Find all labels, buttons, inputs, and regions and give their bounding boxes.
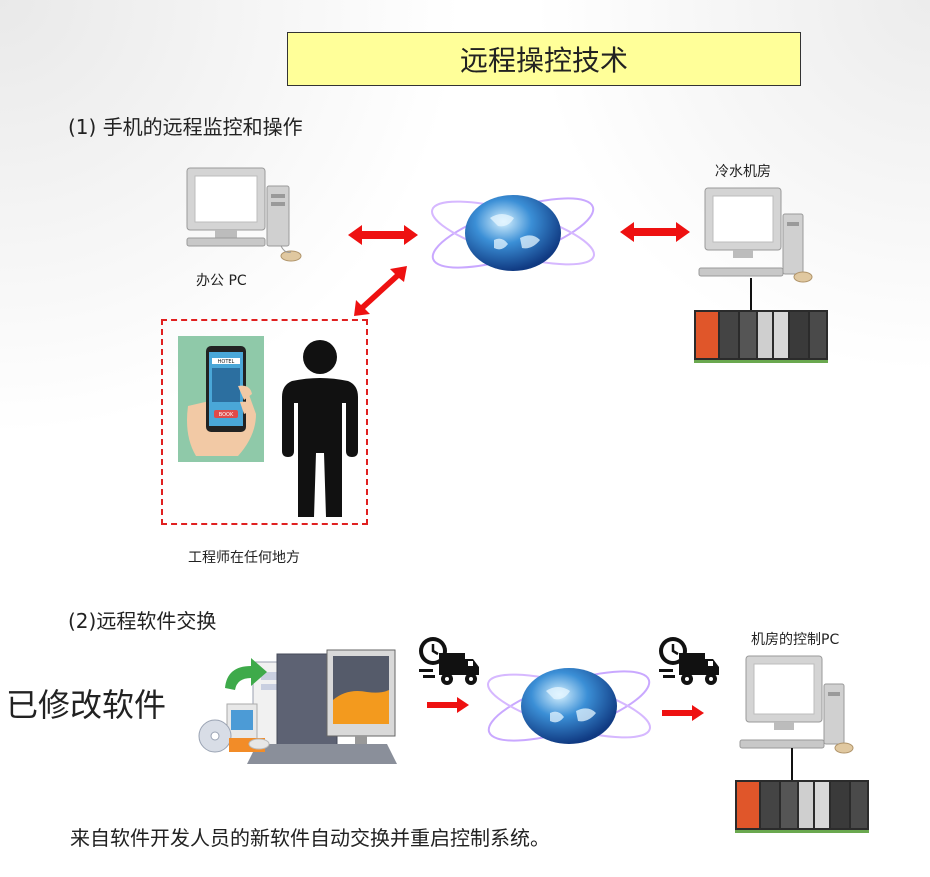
delivery-truck-clock-icon xyxy=(659,637,719,685)
section-1-heading: (1) 手机的远程监控和操作 xyxy=(68,115,303,139)
control-pc-computer-icon xyxy=(739,655,854,754)
office-globe-double-arrow xyxy=(348,225,418,245)
page-title: 远程操控技术 xyxy=(287,32,801,86)
plc-rack-icon xyxy=(735,748,869,833)
transfer-arrow-right xyxy=(662,705,704,721)
control-pc-label: 机房的控制PC xyxy=(751,632,840,648)
software-exchange-description: 来自软件开发人员的新软件自动交换并重启控制系统。 xyxy=(70,826,550,850)
office-pc-computer-icon xyxy=(186,167,302,262)
engineer-anywhere-label: 工程师在任何地方 xyxy=(188,550,300,566)
software-install-icon xyxy=(198,649,397,764)
chiller-room-label: 冷水机房 xyxy=(715,164,771,180)
person-icon xyxy=(282,340,358,517)
chiller-room-computer-icon xyxy=(698,187,813,283)
transfer-arrow-right xyxy=(427,697,469,713)
section-2-heading: (2)远程软件交换 xyxy=(68,609,217,633)
phone-hotel-text: HOTEL xyxy=(218,359,235,365)
phone-book-text: BOOK xyxy=(219,412,234,418)
office-pc-label: 办公 PC xyxy=(196,273,247,289)
globe-network-icon xyxy=(487,668,651,744)
globe-chiller-double-arrow xyxy=(620,222,690,242)
engineer-globe-double-arrow xyxy=(354,266,407,316)
delivery-truck-clock-icon xyxy=(419,637,479,685)
plc-rack-icon xyxy=(694,278,828,363)
globe-network-icon xyxy=(431,195,595,271)
modified-software-label: 已修改软件 xyxy=(6,686,167,724)
engineer-anywhere-frame xyxy=(161,319,368,525)
smartphone-hand-icon: HOTEL BOOK xyxy=(178,336,264,462)
